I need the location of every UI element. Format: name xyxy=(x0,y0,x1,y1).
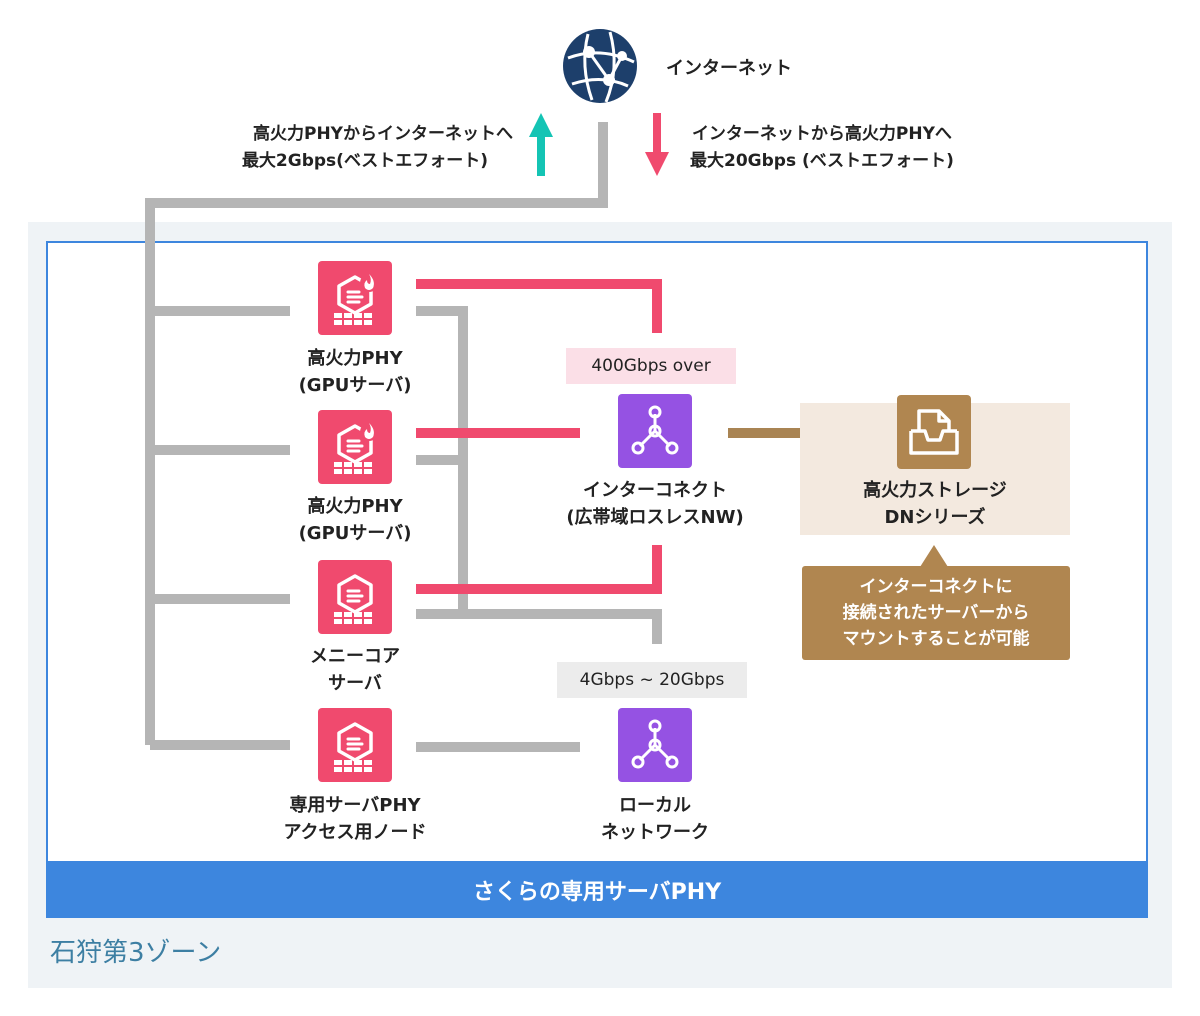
storage-note-callout: インターコネクトに 接続されたサーバーから マウントすることが可能 xyxy=(802,566,1070,660)
server-3-name: メニーコア xyxy=(310,646,400,667)
server-4-type: アクセス用ノード xyxy=(283,822,427,843)
interconnect-network-icon xyxy=(618,394,692,468)
service-name-bar: さくらの専用サーバPHY xyxy=(46,862,1148,918)
storage-inbox-icon xyxy=(897,395,971,469)
server-1-name: 高火力PHY xyxy=(307,348,403,369)
zone-label: 石狩第3ゾーン xyxy=(50,938,222,968)
local-network-name: ローカル xyxy=(619,795,691,816)
local-network-icon xyxy=(618,708,692,782)
server-4-label: 専用サーバPHY アクセス用ノード xyxy=(235,792,475,846)
server-1-label: 高火力PHY (GPUサーバ) xyxy=(255,345,455,399)
internet-uplink-line xyxy=(145,122,608,750)
download-arrow xyxy=(645,113,669,176)
gpu-server-icon xyxy=(318,261,392,335)
storage-series: DNシリーズ xyxy=(884,507,986,528)
note-line-1: インターコネクトに xyxy=(859,577,1013,597)
download-bandwidth-text: インターネットから高火力PHYへ 最大20Gbps (ベストエフォート) xyxy=(690,121,954,175)
gpu-server-icon xyxy=(318,410,392,484)
internet-globe-icon xyxy=(562,28,638,104)
server-2-label: 高火力PHY (GPUサーバ) xyxy=(255,493,455,547)
upload-arrow xyxy=(529,113,553,176)
server-1-type: (GPUサーバ) xyxy=(298,375,412,396)
server-2-type: (GPUサーバ) xyxy=(298,523,412,544)
service-frame xyxy=(46,241,1148,863)
interconnect-desc: (広帯域ロスレスNW) xyxy=(566,507,744,528)
note-line-2: 接続されたサーバーから xyxy=(842,603,1030,623)
server-icon xyxy=(318,560,392,634)
interconnect-name: インターコネクト xyxy=(583,480,727,501)
interconnect-label: インターコネクト (広帯域ロスレスNW) xyxy=(540,477,770,531)
upload-bandwidth-text: 高火力PHYからインターネットへ 最大2Gbps(ベストエフォート) xyxy=(205,121,513,175)
server-3-label: メニーコア サーバ xyxy=(255,643,455,697)
interconnect-speed-tag: 400Gbps over xyxy=(566,348,736,384)
local-network-speed-tag: 4Gbps ~ 20Gbps xyxy=(557,662,747,698)
server-icon xyxy=(318,708,392,782)
local-network-desc: ネットワーク xyxy=(601,822,709,843)
internet-label: インターネット xyxy=(666,58,792,79)
callout-pointer xyxy=(920,545,948,567)
upload-line-2: 最大2Gbps(ベストエフォート) xyxy=(241,151,489,171)
interconnect-lines xyxy=(416,279,662,594)
server-3-type: サーバ xyxy=(328,673,382,694)
download-line-2: 最大20Gbps (ベストエフォート) xyxy=(690,151,954,171)
download-line-1: インターネットから高火力PHYへ xyxy=(691,124,952,144)
server-2-name: 高火力PHY xyxy=(307,496,403,517)
storage-label: 高火力ストレージ DNシリーズ xyxy=(835,477,1035,531)
storage-name: 高火力ストレージ xyxy=(863,480,1007,501)
note-line-3: マウントすることが可能 xyxy=(842,629,1030,649)
local-network-label: ローカル ネットワーク xyxy=(555,792,755,846)
server-4-name: 専用サーバPHY xyxy=(289,795,421,816)
upload-line-1: 高火力PHYからインターネットへ xyxy=(253,124,513,144)
local-network-bus xyxy=(416,306,662,752)
